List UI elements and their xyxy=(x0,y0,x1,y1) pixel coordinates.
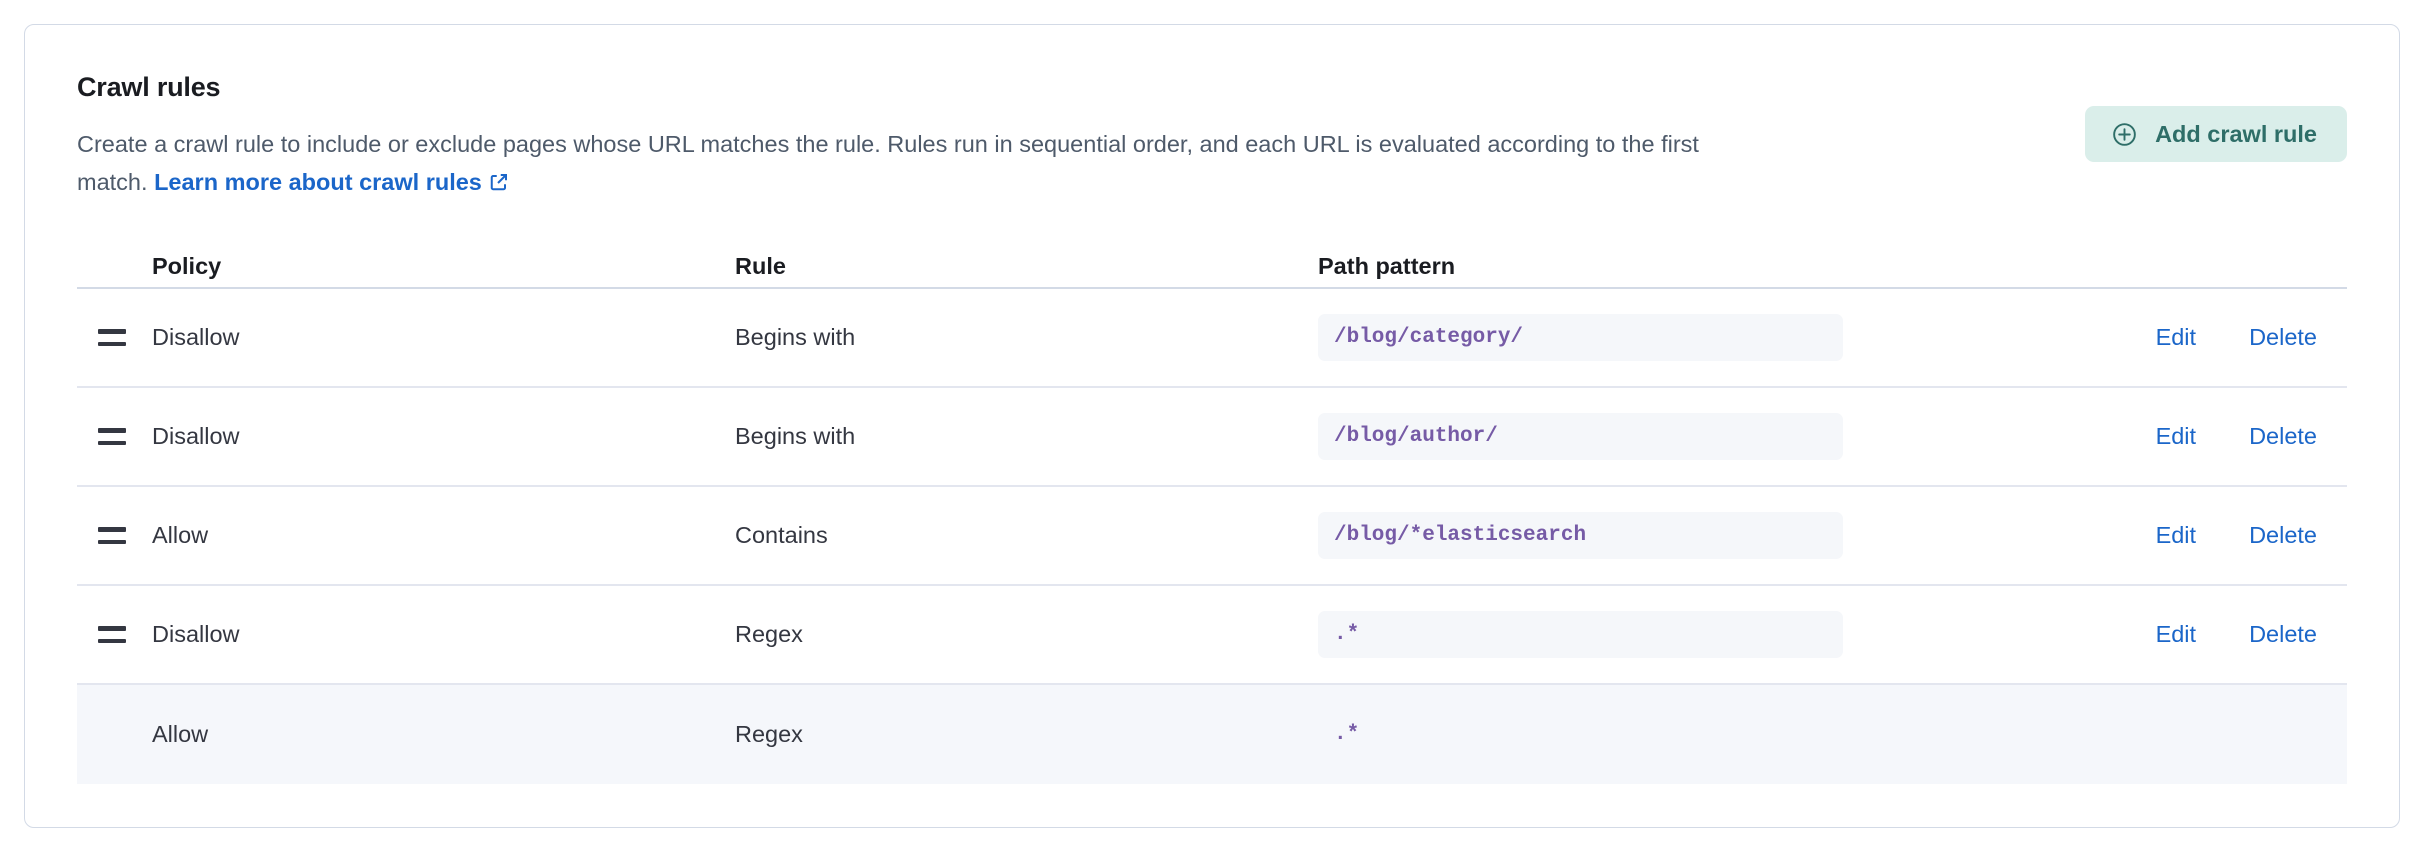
drag-handle-cell[interactable] xyxy=(98,527,152,545)
cell-path-pattern: /blog/*elasticsearch xyxy=(1318,512,2026,560)
cell-rule: Begins with xyxy=(735,423,856,450)
delete-link[interactable]: Delete xyxy=(2249,621,2317,648)
path-pattern-code: .* xyxy=(1334,723,1360,747)
cell-policy: Allow xyxy=(152,721,209,748)
drag-handle-cell[interactable] xyxy=(98,428,152,446)
delete-link[interactable]: Delete xyxy=(2249,522,2317,549)
cell-path-pattern: /blog/author/ xyxy=(1318,413,2026,461)
path-pattern-code: /blog/category/ xyxy=(1318,314,1843,362)
cell-policy: Disallow xyxy=(152,621,240,648)
row-actions: Edit Delete xyxy=(2026,522,2347,549)
add-crawl-rule-label: Add crawl rule xyxy=(2155,120,2317,147)
table-header-row: Policy Rule Path pattern xyxy=(77,245,2347,290)
drag-handle-cell[interactable] xyxy=(98,626,152,644)
card-header: Crawl rules Create a crawl rule to inclu… xyxy=(25,25,2399,201)
cell-path-pattern: /blog/category/ xyxy=(1318,314,2026,362)
cell-policy: Allow xyxy=(152,522,209,549)
crawl-rules-card: Crawl rules Create a crawl rule to inclu… xyxy=(24,24,2400,828)
learn-more-link[interactable]: Learn more about crawl rules xyxy=(154,169,509,195)
path-pattern-code: /blog/*elasticsearch xyxy=(1318,512,1843,560)
path-pattern-code: /blog/author/ xyxy=(1318,413,1843,461)
column-header-policy: Policy xyxy=(152,252,222,279)
edit-link[interactable]: Edit xyxy=(2155,324,2197,351)
cell-policy: Disallow xyxy=(152,423,240,450)
plus-in-circle-icon xyxy=(2111,121,2138,148)
drag-handle-icon[interactable] xyxy=(98,626,126,644)
cell-path-pattern: .* xyxy=(1318,611,2026,659)
external-link-icon xyxy=(489,165,509,191)
column-header-path-pattern: Path pattern xyxy=(1318,252,1456,279)
cell-rule: Contains xyxy=(735,522,828,549)
row-actions: Edit Delete xyxy=(2026,621,2347,648)
delete-link[interactable]: Delete xyxy=(2249,423,2317,450)
table-row: Disallow Begins with /blog/author/ Edit … xyxy=(77,388,2347,488)
row-actions: Edit Delete xyxy=(2026,423,2347,450)
cell-rule: Begins with xyxy=(735,324,856,351)
crawl-rules-table: Policy Rule Path pattern Disallow Begins… xyxy=(25,245,2399,785)
learn-more-label: Learn more about crawl rules xyxy=(154,169,482,196)
description-text: Create a crawl rule to include or exclud… xyxy=(77,131,1699,196)
drag-handle-icon[interactable] xyxy=(98,527,126,545)
cell-path-pattern: .* xyxy=(1318,711,2026,758)
cell-rule: Regex xyxy=(735,721,803,748)
table-row-default: Allow Regex .* xyxy=(77,685,2347,785)
card-description: Create a crawl rule to include or exclud… xyxy=(77,125,1757,201)
table-row: Disallow Regex .* Edit Delete xyxy=(77,586,2347,686)
cell-policy: Disallow xyxy=(152,324,240,351)
delete-link[interactable]: Delete xyxy=(2249,324,2317,351)
edit-link[interactable]: Edit xyxy=(2155,621,2197,648)
drag-handle-icon[interactable] xyxy=(98,329,126,347)
edit-link[interactable]: Edit xyxy=(2155,522,2197,549)
row-actions: Edit Delete xyxy=(2026,324,2347,351)
add-crawl-rule-button[interactable]: Add crawl rule xyxy=(2085,106,2347,162)
drag-handle-cell[interactable] xyxy=(98,329,152,347)
column-header-rule: Rule xyxy=(735,252,786,279)
table-row: Allow Contains /blog/*elasticsearch Edit… xyxy=(77,487,2347,587)
drag-handle-icon[interactable] xyxy=(98,428,126,446)
cell-rule: Regex xyxy=(735,621,803,648)
edit-link[interactable]: Edit xyxy=(2155,423,2197,450)
path-pattern-code: .* xyxy=(1318,611,1843,659)
page-title: Crawl rules xyxy=(77,72,221,102)
table-row: Disallow Begins with /blog/category/ Edi… xyxy=(77,289,2347,389)
